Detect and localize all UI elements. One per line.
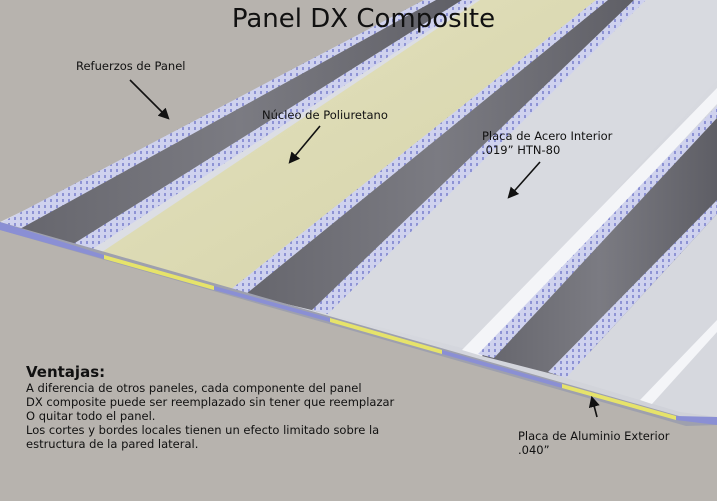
label-aluminio: Placa de Aluminio Exterior .040” <box>518 429 670 457</box>
label-nucleo: Núcleo de Poliuretano <box>262 108 388 122</box>
arrow-refuerzos <box>130 80 168 118</box>
ventajas-line: Los cortes y bordes locales tienen un ef… <box>26 423 386 437</box>
ventajas-line: DX composite puede ser reemplazado sin t… <box>26 395 386 409</box>
arrow-aluminio <box>592 398 597 417</box>
label-acero: Placa de Acero Interior .019” HTN-80 <box>482 129 612 157</box>
diagram-title: Panel DX Composite <box>0 4 717 34</box>
ventajas-line: O quitar todo el panel. <box>26 409 386 423</box>
ventajas-text: A diferencia de otros paneles, cada comp… <box>26 381 386 451</box>
ventajas-line: estructura de la pared lateral. <box>26 437 386 451</box>
ventajas-line: A diferencia de otros paneles, cada comp… <box>26 381 386 395</box>
label-refuerzos: Refuerzos de Panel <box>76 59 185 73</box>
ventajas-heading: Ventajas: <box>26 363 105 381</box>
